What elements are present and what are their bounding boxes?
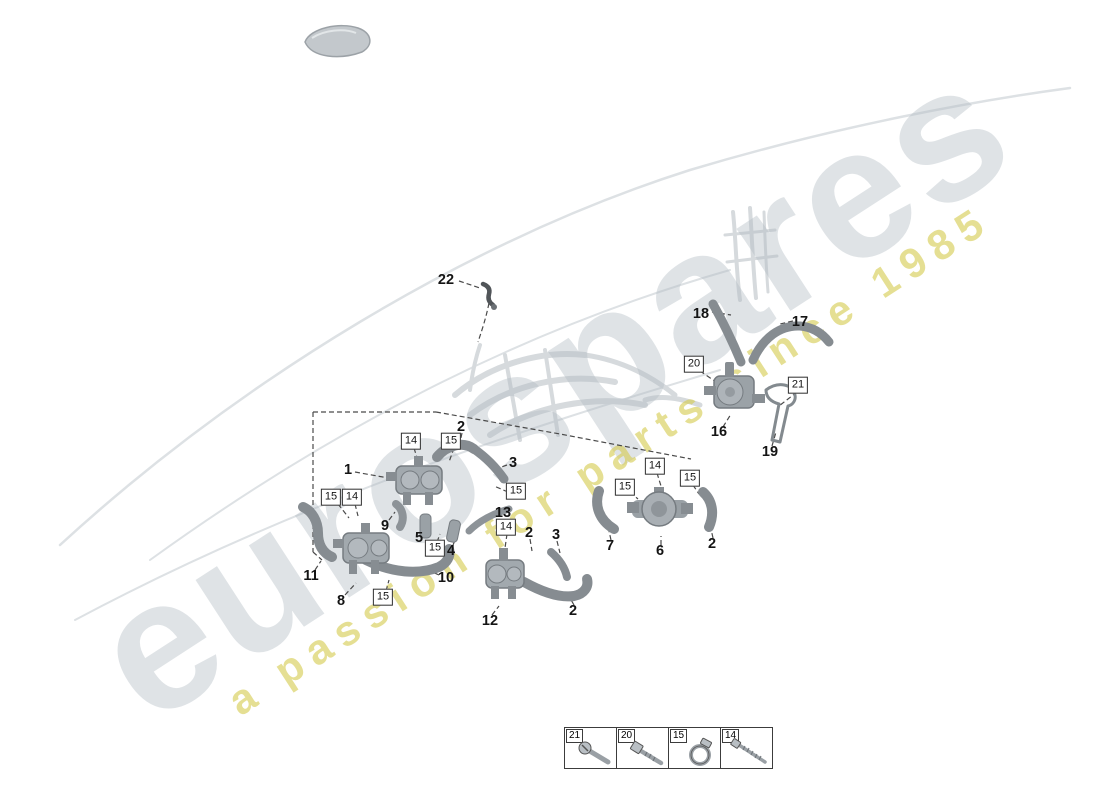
pan-head-screw-icon [578, 741, 611, 765]
part-label-6[interactable]: 6 [655, 542, 665, 559]
part-label-16[interactable]: 16 [710, 423, 728, 440]
legend-item-15[interactable]: 15 [668, 727, 721, 769]
fastener-legend: 21 20 15 14 [564, 727, 773, 769]
legend-item-21[interactable]: 21 [564, 727, 617, 769]
legend-item-20[interactable]: 20 [616, 727, 669, 769]
fastener-label-15[interactable]: 15 [505, 482, 527, 500]
part-label-10[interactable]: 10 [437, 569, 455, 586]
part-label-3[interactable]: 3 [551, 526, 561, 543]
fastener-label-15[interactable]: 15 [614, 478, 636, 496]
part-label-4[interactable]: 4 [446, 542, 456, 559]
fastener-label-14[interactable]: 14 [644, 457, 666, 475]
part-label-3[interactable]: 3 [508, 454, 518, 471]
long-bolt-icon [730, 738, 767, 764]
part-label-7[interactable]: 7 [605, 537, 615, 554]
part-label-1[interactable]: 1 [343, 461, 353, 478]
legend-number-15: 15 [670, 729, 688, 743]
hose-clamp-icon [689, 737, 712, 766]
part-label-11[interactable]: 11 [303, 567, 319, 584]
fastener-label-15[interactable]: 15 [320, 488, 342, 506]
fastener-label-14[interactable]: 14 [400, 432, 422, 450]
part-label-2[interactable]: 2 [568, 602, 578, 619]
part-label-9[interactable]: 9 [380, 517, 390, 534]
part-label-19[interactable]: 19 [761, 443, 779, 460]
part-label-2[interactable]: 2 [707, 535, 717, 552]
part-label-8[interactable]: 8 [336, 592, 346, 609]
part-label-13[interactable]: 13 [494, 504, 512, 521]
legend-number-20: 20 [618, 729, 636, 743]
hex-bolt-icon [629, 740, 664, 766]
part-label-12[interactable]: 12 [481, 612, 499, 629]
part-label-2[interactable]: 2 [524, 524, 534, 541]
part-label-2[interactable]: 2 [456, 418, 466, 435]
part-label-17[interactable]: 17 [791, 313, 809, 330]
fastener-label-21[interactable]: 21 [787, 376, 809, 394]
fastener-label-20[interactable]: 20 [683, 355, 705, 373]
fastener-label-14[interactable]: 14 [495, 518, 517, 536]
part-label-5[interactable]: 5 [414, 529, 424, 546]
part-label-22[interactable]: 22 [437, 271, 455, 288]
legend-item-14[interactable]: 14 [720, 727, 773, 769]
fastener-label-14[interactable]: 14 [341, 488, 363, 506]
fastener-label-15[interactable]: 15 [679, 469, 701, 487]
legend-number-21: 21 [566, 729, 584, 743]
part-label-18[interactable]: 18 [692, 305, 710, 322]
fastener-label-15[interactable]: 15 [440, 432, 462, 450]
fastener-label-15[interactable]: 15 [372, 588, 394, 606]
fastener-label-15[interactable]: 15 [424, 539, 446, 557]
